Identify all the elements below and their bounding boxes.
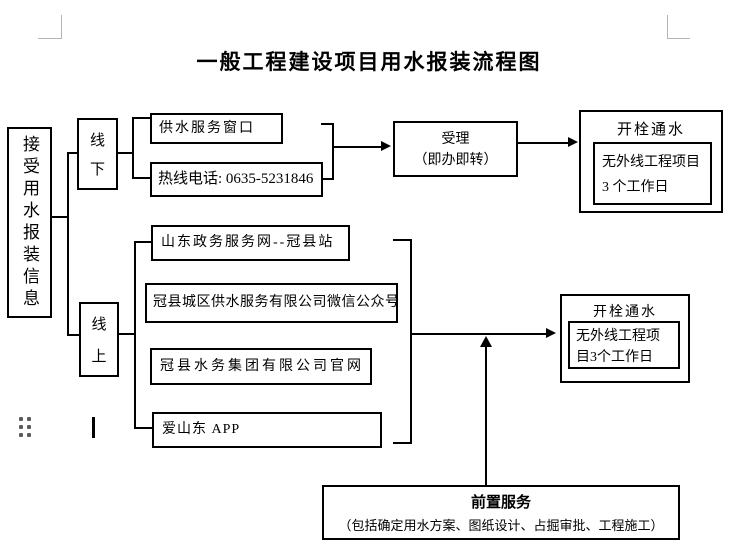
bracket-offline-left-bottom-stub xyxy=(132,177,150,179)
bracket-offline-right-bottom-stub xyxy=(321,178,334,180)
valve-top-note-line1: 无外线工程项目 xyxy=(602,155,700,170)
offline-char-1: 线 xyxy=(89,133,105,149)
node-pre-service: 前置服务 （包括确定用水方案、图纸设计、占掘审批、工程施工） xyxy=(322,485,680,540)
node-offline-mode: 线 下 xyxy=(77,118,118,190)
connector-junction-to-offline xyxy=(67,152,77,154)
bracket-online-right-top-stub xyxy=(393,239,412,241)
node-online-mode: 线 上 xyxy=(79,302,119,377)
connector-online-to-bracket xyxy=(119,333,135,335)
node-receive-info: 接受用水报装信息 xyxy=(7,127,52,318)
bracket-online-left-top-stub xyxy=(134,241,151,243)
bracket-online-left-bottom-stub xyxy=(134,427,152,429)
node-accept-line2: （即办即转） xyxy=(413,153,498,168)
cropmark-topleft-horizontal xyxy=(38,38,62,39)
node-pre-service-title: 前置服务 xyxy=(470,495,531,511)
drag-handle-dot xyxy=(27,433,31,437)
valve-bottom-note-line2: 目3个工作日 xyxy=(576,350,653,365)
node-accept-line1: 受理 xyxy=(441,132,470,147)
node-offline-channel-window: 供水服务窗口 xyxy=(150,113,283,144)
bracket-offline-left-top-stub xyxy=(132,117,150,119)
arrow-preservice-up-head xyxy=(480,336,492,347)
drag-handle-dot xyxy=(27,425,31,429)
arrow-offline-to-accept-line xyxy=(334,146,382,148)
node-valve-open-bottom-title: 开栓通水 xyxy=(593,305,657,320)
node-valve-open-top-note: 无外线工程项目 3 个工作日 xyxy=(593,142,712,205)
connector-offline-to-bracket xyxy=(118,152,133,154)
arrow-online-to-valve-line xyxy=(412,333,547,335)
node-online-channel-wechat: 冠县城区供水服务有限公司微信公众号 xyxy=(145,283,399,323)
node-offline-channel-hotline: 热线电话: 0635-5231846 xyxy=(150,162,323,197)
online-char-2: 上 xyxy=(91,349,107,365)
drag-handle-dot xyxy=(19,433,23,437)
node-accept: 受理 （即办即转） xyxy=(393,121,518,177)
node-online-channel-website: 冠县水务集团有限公司官网 xyxy=(150,348,372,385)
drag-handle-dot xyxy=(19,417,23,421)
node-valve-open-bottom-note: 无外线工程项 目3个工作日 xyxy=(568,321,680,369)
node-pre-service-subtitle: （包括确定用水方案、图纸设计、占掘审批、工程施工） xyxy=(338,518,664,533)
offline-char-2: 下 xyxy=(89,162,105,178)
arrow-preservice-up-line xyxy=(485,347,487,485)
drag-handle-icon[interactable] xyxy=(19,417,31,437)
bracket-offline-left-vertical xyxy=(132,117,134,179)
page-title: 一般工程建设项目用水报装流程图 xyxy=(196,50,542,74)
bracket-offline-right-vertical xyxy=(332,123,334,180)
arrow-online-to-valve-head xyxy=(546,328,556,338)
bracket-online-right-bottom-stub xyxy=(393,442,412,444)
arrow-offline-to-accept-head xyxy=(381,141,391,151)
node-online-channel-app: 爱山东 APP xyxy=(152,412,382,448)
connector-receive-to-junction xyxy=(52,216,68,218)
valve-top-note-line2: 3 个工作日 xyxy=(602,180,669,195)
node-online-channel-gov-site: 山东政务服务网--冠县站 xyxy=(151,225,350,261)
node-receive-info-label: 接受用水报装信息 xyxy=(20,134,39,311)
arrow-accept-to-valve-line xyxy=(518,142,569,144)
bracket-online-left-vertical xyxy=(134,241,136,429)
bracket-offline-right-top-stub xyxy=(321,123,334,125)
text-cursor xyxy=(92,417,95,438)
connector-junction-vertical xyxy=(67,152,69,336)
drag-handle-dot xyxy=(27,417,31,421)
online-char-1: 线 xyxy=(91,317,107,333)
valve-bottom-note-line1: 无外线工程项 xyxy=(576,329,660,344)
cropmark-topleft-vertical xyxy=(61,15,62,39)
arrow-accept-to-valve-head xyxy=(568,137,578,147)
cropmark-topright-vertical xyxy=(667,15,668,39)
bracket-online-right-vertical xyxy=(410,239,412,444)
cropmark-topright-horizontal xyxy=(667,38,690,39)
connector-junction-to-online xyxy=(67,334,79,336)
drag-handle-dot xyxy=(19,425,23,429)
node-valve-open-top-title: 开栓通水 xyxy=(616,122,685,138)
